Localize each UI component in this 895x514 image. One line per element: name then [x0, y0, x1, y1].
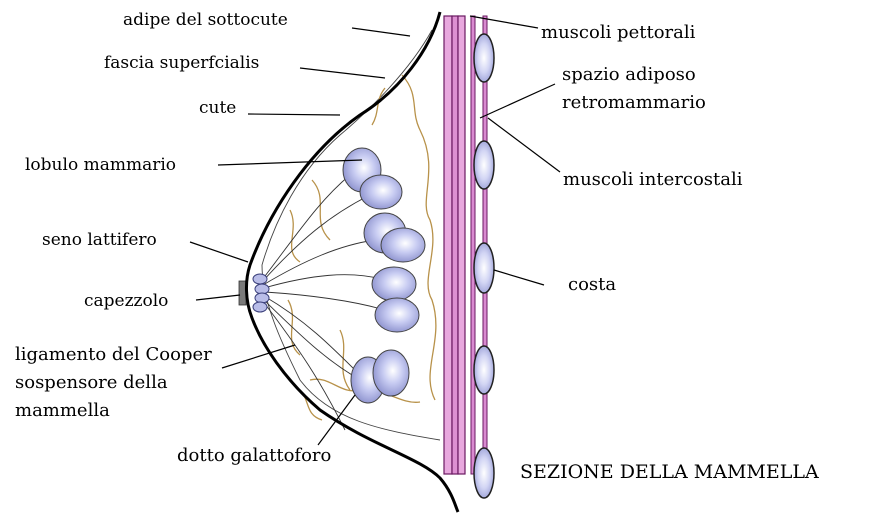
sinus: [253, 274, 267, 284]
nipple-icon: [239, 281, 246, 305]
label-muscoli-intercostali: muscoli intercostali: [563, 169, 743, 190]
label-ligamento-1: ligamento del Cooper: [15, 344, 212, 365]
rib-icon: [474, 34, 494, 82]
label-ligamento-3: mammella: [15, 400, 110, 421]
label-seno: seno lattifero: [42, 230, 157, 250]
lobule: [360, 175, 402, 209]
label-muscoli-pettorali: muscoli pettorali: [541, 22, 696, 43]
rib-icon: [474, 346, 494, 394]
sinus: [253, 302, 267, 312]
lobule: [372, 267, 416, 301]
label-capezzolo: capezzolo: [84, 291, 168, 311]
pectoral-band: [444, 16, 452, 474]
label-costa: costa: [568, 274, 616, 295]
rib-icon: [474, 141, 494, 189]
label-fascia: fascia superfcialis: [104, 53, 259, 73]
skin-outline: [246, 12, 458, 512]
intercostal-band: [471, 16, 475, 474]
nipple: [239, 274, 269, 312]
label-spazio-1: spazio adiposo: [562, 64, 696, 85]
sinus: [255, 293, 269, 303]
label-spazio-2: retromammario: [562, 92, 706, 113]
pectoral-band: [458, 16, 465, 474]
lobule: [373, 350, 409, 396]
label-ligamento-2: sospensore della: [15, 372, 168, 393]
rib-icon: [474, 448, 494, 498]
label-cute: cute: [199, 98, 236, 118]
lobule: [375, 298, 419, 332]
pectoral-band: [452, 16, 458, 474]
label-dotto: dotto galattoforo: [177, 445, 331, 466]
lobule: [381, 228, 425, 262]
lobules: [343, 148, 425, 403]
rib-icon: [474, 243, 494, 293]
diagram-title: SEZIONE DELLA MAMMELLA: [520, 461, 819, 483]
label-adipe: adipe del sottocute: [123, 10, 288, 30]
label-lobulo: lobulo mammario: [25, 155, 176, 175]
